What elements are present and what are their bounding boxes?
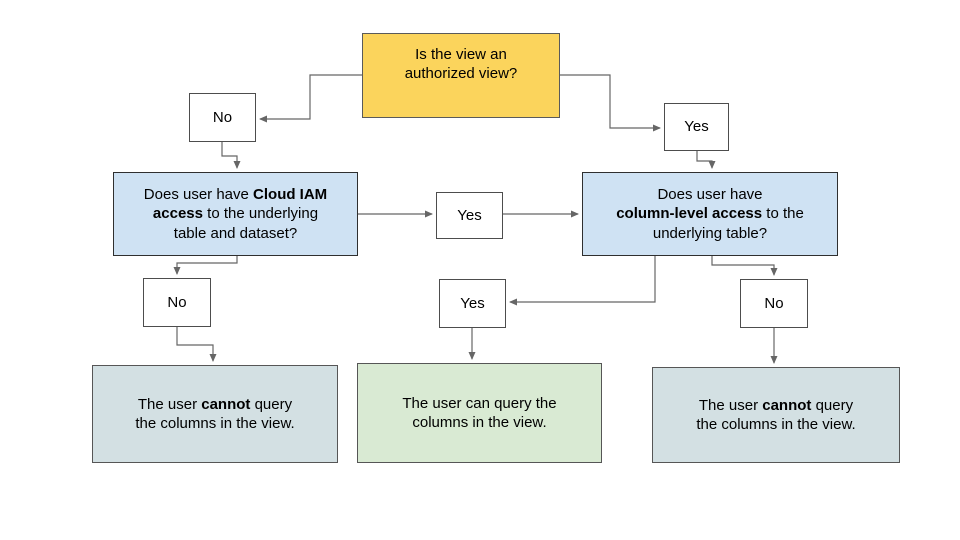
branch-label: Yes — [684, 118, 709, 136]
result-can-query: The user can query the columns in the vi… — [357, 363, 602, 463]
branch-yes-column-level: Yes — [439, 279, 506, 328]
branch-yes-between-questions: Yes — [436, 192, 503, 239]
question-column-level-access: Does user have column-level access to th… — [582, 172, 838, 256]
branch-no-authorized: No — [189, 93, 256, 142]
connector-cls-question-to-no — [711, 256, 778, 276]
result-text: The user can query the columns in the vi… — [402, 394, 557, 431]
branch-no-iam: No — [143, 278, 211, 327]
connector-cls-question-to-yes — [509, 256, 656, 306]
connector-no-to-deny-left — [176, 327, 217, 362]
branch-label: No — [212, 108, 233, 126]
result-cannot-query-left: The user cannot query the columns in the… — [92, 365, 338, 463]
connector-yes-to-cls-question — [696, 151, 716, 169]
branch-label: No — [167, 293, 187, 311]
connector-root-to-yes — [560, 74, 661, 132]
question-cloud-iam-access: Does user have Cloud IAM access to the u… — [113, 172, 358, 256]
connector-no-to-iam-question — [221, 142, 241, 169]
branch-label: Yes — [457, 206, 482, 224]
question-text: Does user have Cloud IAM access to the u… — [143, 186, 328, 242]
root-question-text: Is the view an authorized view? — [404, 46, 518, 83]
result-text: The user cannot query the columns in the… — [696, 396, 856, 433]
branch-yes-authorized: Yes — [664, 103, 729, 151]
connector-iam-question-to-no — [173, 256, 238, 275]
question-text: Does user have column-level access to th… — [616, 186, 804, 242]
branch-no-column-level: No — [740, 279, 808, 328]
result-cannot-query-right: The user cannot query the columns in the… — [652, 367, 900, 463]
root-question-authorized-view: Is the view an authorized view? — [362, 33, 560, 118]
connector-root-to-no — [259, 74, 362, 123]
branch-label: Yes — [460, 294, 485, 312]
result-text: The user cannot query the columns in the… — [135, 395, 295, 432]
branch-label: No — [764, 294, 784, 312]
